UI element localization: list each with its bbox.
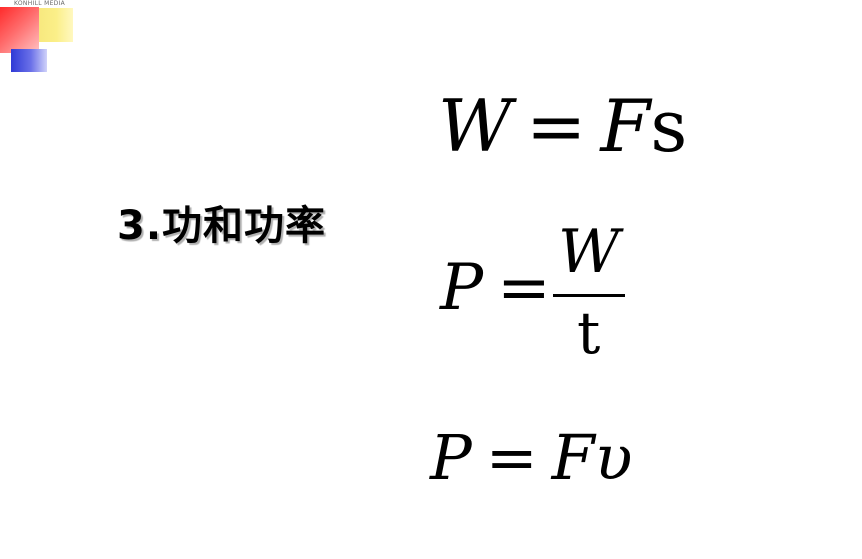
logo: KONHILL MEDIA xyxy=(0,0,80,80)
fraction-denominator: t xyxy=(577,299,601,367)
formula-pv-velocity: υ xyxy=(594,421,633,494)
logo-square-blue xyxy=(11,49,47,72)
formula-work-lhs: W xyxy=(438,84,513,168)
formula-work-force: F xyxy=(600,84,651,168)
fraction-bar xyxy=(553,294,625,297)
slide-title: 3.功和功率 xyxy=(117,203,327,249)
formula-work-distance: s xyxy=(650,84,688,168)
formula-power-velocity: P=Fυ xyxy=(430,427,632,489)
formula-power-definition: P= W t xyxy=(440,222,660,372)
formula-power-equals: = xyxy=(497,251,551,325)
formula-power-lhs: P xyxy=(440,251,484,325)
fraction-numerator: W xyxy=(558,217,620,287)
logo-text: KONHILL MEDIA xyxy=(14,0,66,7)
logo-square-red xyxy=(0,7,39,53)
formula-pv-force: F xyxy=(551,421,595,494)
formula-pv-lhs: P xyxy=(430,421,472,494)
formula-power-lhs-group: P= xyxy=(440,256,565,320)
formula-pv-equals: = xyxy=(485,421,538,494)
formula-work-equals: = xyxy=(526,84,587,168)
formula-work: W=Fs xyxy=(438,90,687,162)
